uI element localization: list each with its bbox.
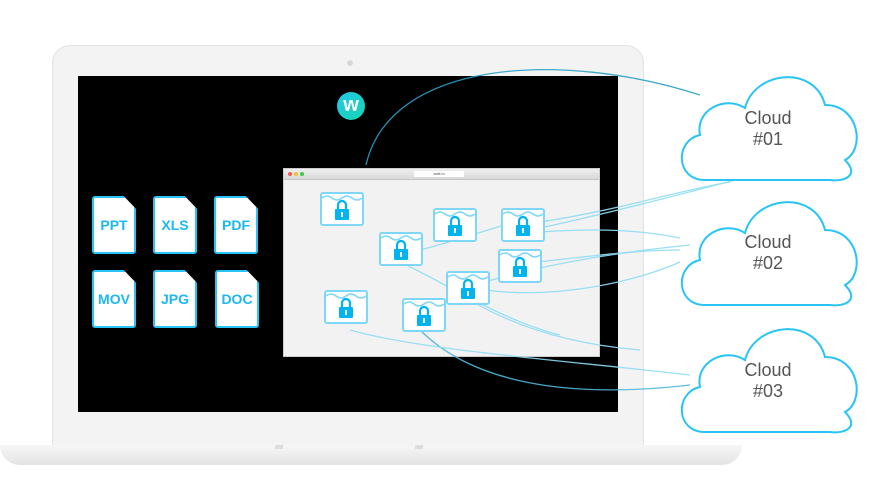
cloud-03-shape [680, 328, 858, 434]
file-icon-xls: XLS [153, 196, 197, 254]
minimize-dot[interactable] [294, 172, 298, 176]
encrypted-file-lock-icon [501, 208, 545, 242]
encrypted-file-lock-icon [379, 232, 423, 266]
encrypted-file-lock-icon [324, 290, 368, 324]
cloud-name: Cloud [744, 360, 792, 380]
encrypted-file-lock-icon [402, 298, 446, 332]
file-icon-pdf: PDF [214, 196, 258, 254]
brand-logo: w [337, 92, 365, 120]
cloud-02-label: Cloud#02 [708, 232, 828, 274]
encrypted-file-lock-icon [433, 208, 477, 242]
encrypted-file-lock-icon [498, 249, 542, 283]
file-icon-mov: MOV [92, 270, 136, 328]
link-line [539, 229, 681, 239]
address-bar[interactable]: walt.io [414, 171, 464, 177]
link-line [539, 181, 731, 223]
cloud-number: #02 [752, 253, 784, 273]
link-line [469, 299, 641, 351]
hinge [275, 445, 283, 449]
close-dot[interactable] [288, 172, 292, 176]
encrypted-file-lock-icon [320, 192, 364, 226]
cloud-number: #01 [752, 129, 784, 149]
link-line [365, 69, 701, 166]
cloud-01-shape [680, 76, 858, 182]
link-line [349, 329, 691, 376]
file-icon-jpg: JPG [153, 270, 197, 328]
maximize-dot[interactable] [300, 172, 304, 176]
camera [347, 60, 353, 66]
link-line [484, 261, 681, 294]
hinge [415, 445, 423, 449]
file-icon-ppt: PPT [92, 196, 136, 254]
cloud-name: Cloud [744, 108, 792, 128]
laptop-base [0, 445, 742, 465]
link-line [539, 179, 736, 229]
browser-titlebar: walt.io [284, 169, 599, 180]
cloud-01-label: Cloud#01 [708, 108, 828, 150]
cloud-name: Cloud [744, 232, 792, 252]
file-icon-doc: DOC [215, 270, 259, 328]
cloud-02-shape [680, 201, 858, 307]
encrypted-file-lock-icon [446, 271, 490, 305]
cloud-03-label: Cloud#03 [708, 360, 828, 402]
cloud-number: #03 [752, 381, 784, 401]
